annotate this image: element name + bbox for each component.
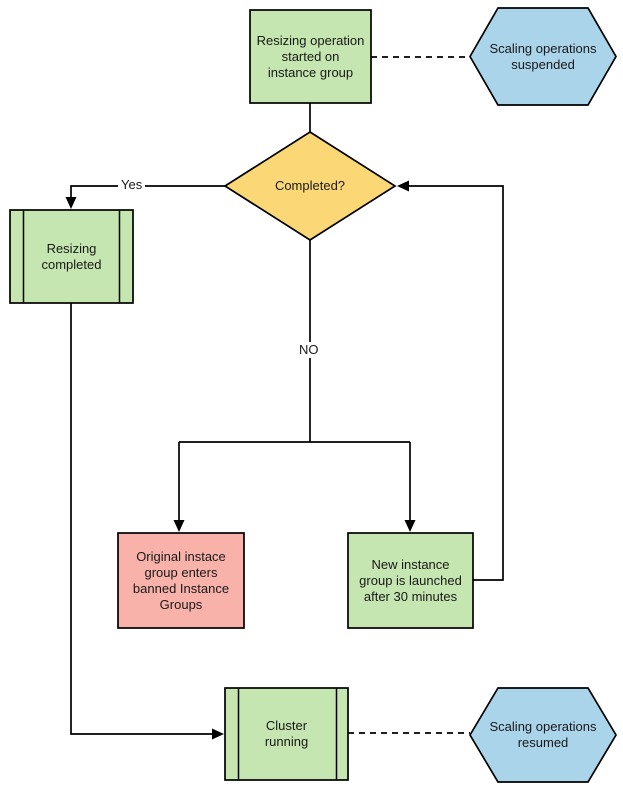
start-node-shape	[249, 9, 372, 104]
banned-group-node-shape	[117, 532, 245, 629]
arrowhead-feedback-left-icon	[397, 180, 409, 192]
edge-label-no: NO	[296, 342, 322, 358]
scaling-resumed-node-shape	[469, 687, 617, 783]
arrowhead-banned-down-icon	[173, 520, 185, 532]
edge-newgroup-to-completed	[409, 185, 504, 581]
new-group-node-shape	[347, 532, 474, 629]
arrowhead-yes-down-icon	[65, 197, 77, 209]
edge-resizing-to-cluster	[70, 303, 212, 735]
scaling-suspended-node-shape	[469, 7, 617, 106]
cluster-running-node-shape	[224, 687, 349, 781]
arrowhead-newgroup-down-icon	[404, 520, 416, 532]
completed-decision-shape	[223, 130, 397, 242]
resizing-completed-node-shape	[9, 209, 134, 304]
edge-label-yes: Yes	[118, 177, 146, 193]
edge-completed-yes	[70, 185, 227, 197]
arrowhead-cluster-right-icon	[212, 728, 224, 740]
